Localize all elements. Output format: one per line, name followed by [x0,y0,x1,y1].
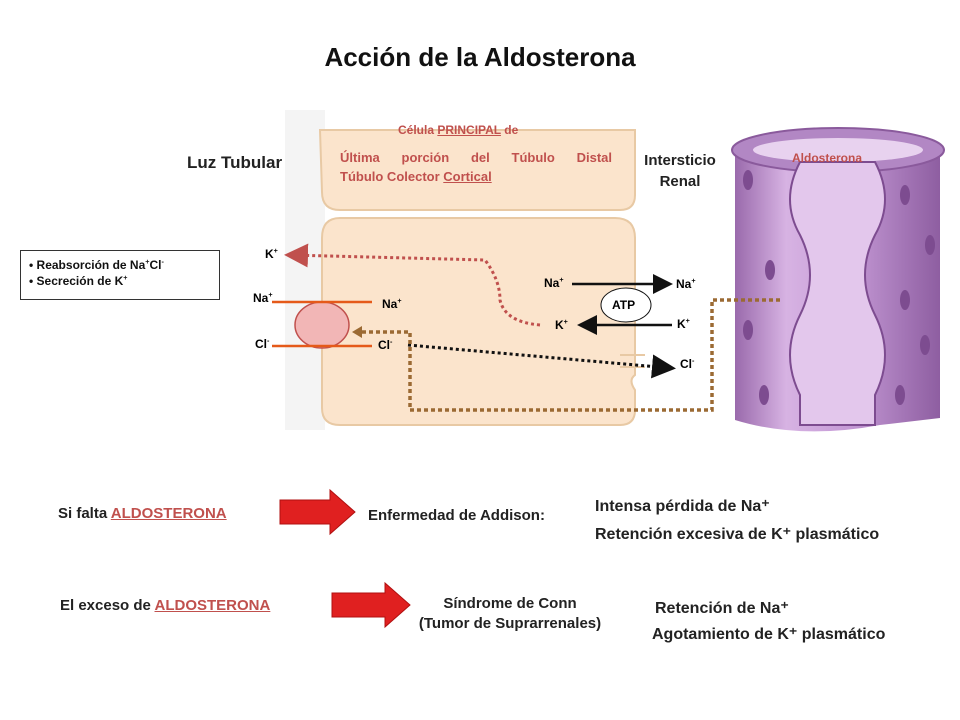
cell-header-suffix: de [500,123,519,137]
arrow-conn [331,581,411,629]
cell-line2: Túbulo Colector Cortical [340,169,492,184]
addison-effect-1: Intensa pérdida de Na⁺ [595,498,770,515]
addison-disease: Enfermedad de Addison: [368,507,545,524]
conn-cause-hormone: ALDOSTERONA [154,597,271,614]
interstitium-line1: Intersticio [644,152,716,169]
cell-header-principal: PRINCIPAL [437,123,501,137]
vessel-aldosterone-label: Aldosterona [792,151,863,165]
legend-item-secretion: • Secreción de K+ [29,273,128,288]
lumen-shade [285,110,325,430]
conn-effect-2: Agotamiento de K⁺ plasmático [652,626,886,643]
cell-line2-cortical: Cortical [443,169,492,184]
ion-na-pump-out: Na+ [676,276,696,291]
conn-disease-line1: Síndrome de Conn [443,595,577,612]
aldosterone-arrowhead [352,326,362,338]
apical-channel [294,301,350,349]
cl-dotted [407,343,676,379]
k-secretion-dotted [284,243,541,327]
addison-effect-2: Retención excesiva de K⁺ plasmático [595,526,880,543]
ion-cl-interstitium: Cl- [680,356,695,371]
upper-cell [318,129,636,211]
ion-cl-lumen: Cl- [255,336,270,351]
addison-cause-prefix: Si falta [58,505,111,522]
page-title: Acción de la Aldosterona [324,42,636,72]
addison-cause-hormone: ALDOSTERONA [110,505,227,522]
cell-line1: Última porción del Túbulo Distal [340,150,612,165]
legend-item-reabsorption: • Reabsorción de Na+Cl- [29,257,164,272]
lumen-label: Luz Tubular [187,153,283,172]
atp-circle [600,287,652,323]
ion-cl-cell: Cl- [378,337,393,352]
cell-header-prefix: Célula [398,123,438,137]
ion-k-lumen: K+ [265,246,278,261]
conn-effect-1: Retención de Na⁺ [655,600,789,617]
conn-cause-prefix: El exceso de [60,597,155,614]
conn-disease: Síndrome de Conn (Tumor de Suprarrenales… [395,595,625,632]
ion-k-pump-out: K+ [677,316,690,331]
blood-vessel [731,127,945,432]
cell-header: Célula PRINCIPAL de [398,123,518,137]
ion-na-pump-in: Na+ [544,275,564,290]
cell-line2-prefix: Túbulo Colector [340,169,444,184]
ion-na-lumen: Na+ [253,290,273,305]
interstitium-line2: Renal [659,173,701,190]
conn-disease-line2: (Tumor de Suprarrenales) [418,615,602,632]
atp-label: ATP [612,298,636,312]
addison-cause: Si falta ALDOSTERONA [58,505,227,522]
interstitium-label: Intersticio Renal [630,152,730,190]
aldosterone-dotted [358,298,780,412]
conn-cause: El exceso de ALDOSTERONA [60,597,270,614]
arrow-addison [279,488,356,536]
principal-cell [321,217,636,426]
ion-k-pump-in: K+ [555,317,568,332]
legend-box: • Reabsorción de Na+Cl- • Secreción de K… [20,250,220,300]
ion-na-cell: Na+ [382,296,402,311]
